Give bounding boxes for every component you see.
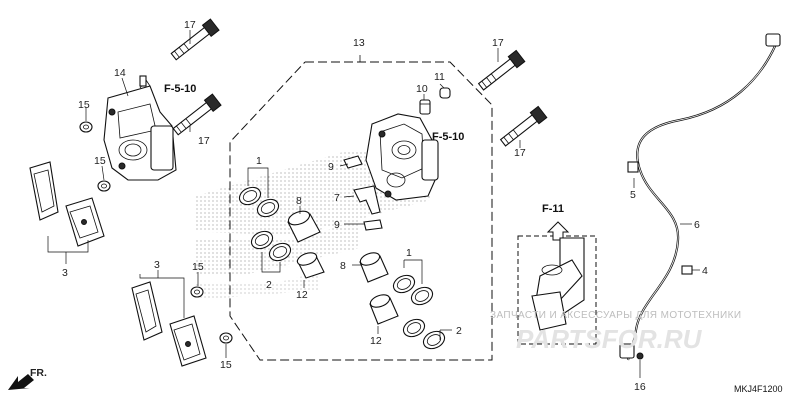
callout-15-a: 15 — [78, 99, 90, 111]
callout-13: 13 — [353, 37, 365, 49]
front-arrow-icon — [8, 374, 34, 390]
clamp-5 — [627, 161, 639, 173]
callout-12-lower: 12 — [370, 335, 382, 347]
diagram-code: MKJ4F1200 — [734, 384, 783, 394]
callout-9-upper: 9 — [328, 161, 334, 173]
ref-f-11: F-11 — [542, 203, 564, 215]
piston-seals-upper — [238, 186, 292, 262]
callout-11: 11 — [434, 71, 445, 83]
callout-2-upper: 2 — [266, 279, 272, 291]
callout-17-left-upper: 17 — [184, 19, 196, 31]
right-caliper-body — [365, 113, 439, 201]
watermark-tagline: ЗАПЧАСТИ И АКСЕССУАРЫ ДЛЯ МОТОТЕХНИКИ — [490, 310, 741, 321]
bolt-17-left-lower — [172, 93, 222, 136]
callout-1-lower: 1 — [406, 247, 412, 259]
washers-15 — [79, 121, 233, 344]
bleeder-10 — [419, 99, 431, 115]
callout-15-c: 15 — [192, 261, 204, 273]
f11-arrow — [546, 221, 570, 241]
cap-11 — [439, 87, 451, 99]
callout-14: 14 — [114, 67, 126, 79]
fork-leg — [531, 237, 585, 331]
leader-lines — [47, 30, 700, 378]
front-arrow-label: FR. — [30, 367, 47, 379]
callout-1-upper: 1 — [256, 155, 262, 167]
clip-4 — [681, 265, 693, 275]
callout-8-upper: 8 — [296, 195, 302, 207]
bolt-17-right-upper — [477, 49, 526, 91]
callout-5: 5 — [630, 189, 636, 201]
brake-pads-lower — [131, 281, 207, 367]
ref-f-5-10-right: F-5-10 — [432, 131, 464, 143]
callout-4: 4 — [702, 265, 708, 277]
f11-detail-box — [517, 235, 597, 345]
watermark-brand: PARTSFOR.RU — [516, 324, 703, 354]
pad-spring-7 — [353, 185, 381, 215]
callout-6: 6 — [694, 219, 700, 231]
pistons-upper — [287, 210, 325, 279]
brake-pads-upper — [29, 161, 105, 247]
pin-9 — [343, 155, 383, 231]
callout-17-right-upper: 17 — [492, 37, 504, 49]
callout-8-lower: 8 — [340, 260, 346, 272]
ref-f-5-10-left: F-5-10 — [164, 83, 196, 95]
callout-2-lower: 2 — [456, 325, 462, 337]
pistons-lower — [359, 252, 399, 325]
callout-3-upper: 3 — [62, 267, 68, 279]
bolt-17-left-upper — [170, 18, 220, 61]
left-bleeder — [139, 75, 147, 87]
sensor-connector — [765, 33, 781, 47]
bolt-17-right-lower — [499, 105, 548, 147]
callout-3-lower: 3 — [154, 259, 160, 271]
callout-15-d: 15 — [220, 359, 232, 371]
assembly-boundary — [229, 61, 493, 361]
callout-17-right-lower: 17 — [514, 147, 526, 159]
callout-7: 7 — [334, 192, 340, 204]
callout-12-upper: 12 — [296, 289, 308, 301]
sensor-head — [619, 343, 644, 360]
callout-10: 10 — [416, 83, 428, 95]
callout-16: 16 — [634, 381, 646, 393]
callout-15-b: 15 — [94, 155, 106, 167]
callout-17-left-lower: 17 — [198, 135, 210, 147]
left-caliper-body — [103, 79, 177, 181]
callout-9-lower: 9 — [334, 219, 340, 231]
piston-seals-lower — [392, 274, 446, 350]
